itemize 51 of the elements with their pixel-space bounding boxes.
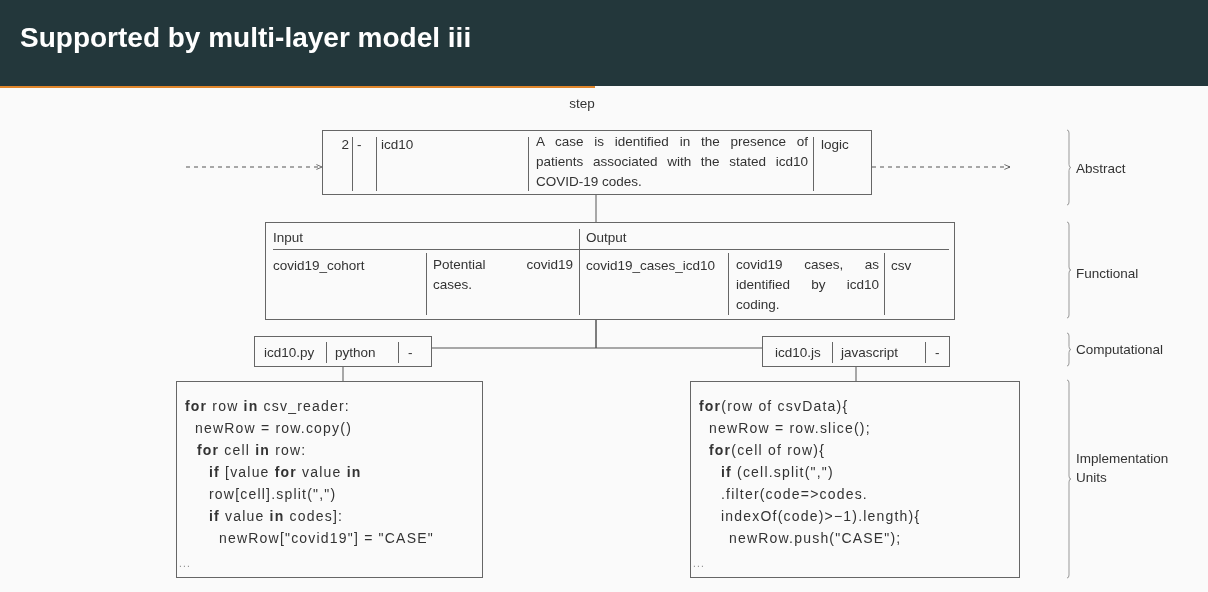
- table-box: [322, 130, 872, 195]
- code-line: for(row of csvData){: [699, 397, 849, 416]
- cell-text: -: [408, 344, 414, 362]
- cell-text: -: [357, 136, 363, 154]
- layer-label: Functional: [1076, 265, 1140, 283]
- code-line: if [value for value in: [209, 463, 362, 482]
- cell-text: icd10.js: [775, 344, 822, 362]
- connector-line: [595, 194, 597, 223]
- connector-line: [342, 366, 344, 382]
- cell-text: A case is identified in the presence of patients associated with the stated icd10 COVID-19 codes.: [536, 133, 808, 191]
- cell-text: Output: [586, 229, 628, 247]
- table-box: [254, 336, 432, 367]
- code-line: newRow = row.slice();: [709, 419, 871, 438]
- ellipsis-text: ...: [179, 557, 191, 571]
- slide-title: Supported by multi-layer model iii: [20, 22, 472, 54]
- layer-label: Implementation Units: [1076, 450, 1170, 487]
- code-line: for cell in row:: [197, 441, 307, 460]
- ellipsis-text: ...: [693, 557, 705, 571]
- code-block: [690, 381, 1020, 578]
- layer-label: Computational: [1076, 341, 1165, 359]
- code-line: row[cell].split(","): [209, 485, 337, 504]
- code-line: .filter(code=>codes.: [721, 485, 868, 504]
- cell-text: javascript: [841, 344, 900, 362]
- cell-text: covid19 cases, as identified by icd10 coding.: [736, 256, 879, 314]
- cell-text: covid19_cases_icd10: [586, 257, 717, 275]
- code-line: for(cell of row){: [709, 441, 826, 460]
- code-line: newRow.push("CASE");: [729, 529, 902, 548]
- cell-text: logic: [821, 136, 850, 154]
- table-box: [265, 222, 955, 320]
- cell-text: icd10.py: [264, 344, 316, 362]
- code-line: newRow = row.copy(): [195, 419, 353, 438]
- table-box: [762, 336, 950, 367]
- cell-text: icd10: [381, 136, 415, 154]
- code-line: if (cell.split(","): [721, 463, 834, 482]
- cell-text: 2: [340, 136, 349, 154]
- cell-text: Input: [273, 229, 305, 247]
- dashed-arrow: [871, 164, 1011, 170]
- connector-line: [595, 319, 763, 349]
- code-line: newRow["covid19"] = "CASE": [219, 529, 434, 548]
- layer-label: Abstract: [1076, 160, 1127, 178]
- cell-text: python: [335, 344, 377, 362]
- code-line: if value in codes]:: [209, 507, 344, 526]
- connector-line: [855, 366, 857, 382]
- code-line: for row in csv_reader:: [185, 397, 350, 416]
- cell-text: Potential covid19 cases.: [433, 256, 573, 294]
- code-block: [176, 381, 483, 578]
- axis-label: step: [568, 95, 596, 113]
- cell-text: csv: [891, 257, 913, 275]
- code-line: indexOf(code)>−1).length){: [721, 507, 921, 526]
- cell-text: -: [935, 344, 941, 362]
- cell-text: covid19_cohort: [273, 257, 366, 275]
